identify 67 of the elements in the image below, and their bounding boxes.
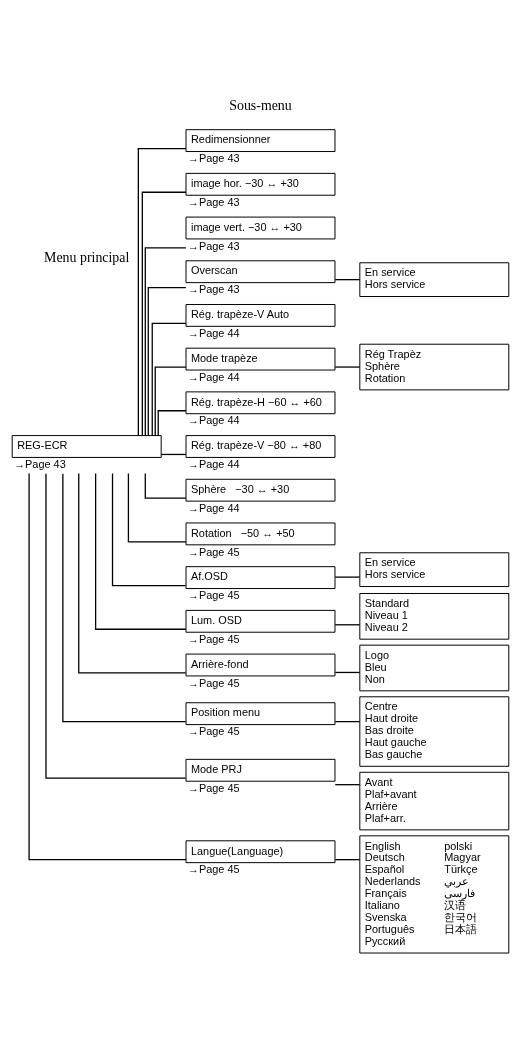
node-box: Standard Niveau 1 Niveau 2 <box>359 592 510 640</box>
connector <box>334 278 361 280</box>
node-box: En service Hors service <box>359 261 510 297</box>
node-label: →Page 45 <box>188 632 240 645</box>
node-box: image vert. −30 ↔ +30 <box>185 216 336 239</box>
connector <box>334 623 361 625</box>
label: Menu principal <box>44 249 130 265</box>
node-label: →Page 44 <box>188 501 240 514</box>
connector <box>334 575 361 578</box>
node-label: →Page 45 <box>188 724 240 737</box>
connector <box>160 453 187 455</box>
connector <box>334 783 361 785</box>
node-label: →Page 43 <box>188 282 240 295</box>
node-box: Af.OSD <box>185 565 336 589</box>
node-box: Mode PRJ <box>185 758 336 782</box>
node-label: →Page 45 <box>188 781 240 794</box>
node-label: →Page 43 <box>188 195 240 208</box>
connector <box>78 472 187 674</box>
connector <box>334 720 361 722</box>
node-label: →Page 44 <box>188 457 240 470</box>
node-box: REG-ECR <box>11 434 162 458</box>
connector <box>137 147 187 436</box>
connector <box>157 409 187 436</box>
node-box: En service Hors service <box>359 551 510 587</box>
node-label: →Page 43 <box>188 239 240 252</box>
connector <box>45 472 187 779</box>
connector <box>144 246 187 436</box>
node-box: Position menu <box>185 701 336 725</box>
connector <box>334 365 361 368</box>
connector <box>151 322 187 436</box>
node-box: Redimensionner <box>185 128 336 152</box>
node-box: Overscan <box>185 259 336 283</box>
node-box: Lum. OSD <box>185 609 336 633</box>
node-label: →Page 44 <box>188 370 240 383</box>
node-box: Sphère −30 ↔ +30 <box>185 478 336 502</box>
node-box: Centre Haut droite Bas droite Haut gauche Bas gauche <box>359 695 510 767</box>
node-label: →Page 45 <box>188 545 240 558</box>
node-label: →Page 43 <box>188 151 240 164</box>
node-label: →Page 45 <box>188 676 240 689</box>
node-box: Rotation −50 ↔ +50 <box>185 522 336 545</box>
node-box: Avant Plaf+avant Arrière Plaf+arr. <box>359 771 510 830</box>
connector <box>28 472 187 860</box>
node-box: image hor. −30 ↔ +30 <box>185 172 336 196</box>
connector <box>62 472 187 722</box>
node-label: →Page 44 <box>188 326 240 339</box>
connector <box>141 191 187 436</box>
node-label: →Page 44 <box>188 413 240 426</box>
connector <box>111 472 187 586</box>
connector <box>154 365 187 436</box>
node-box: Mode trapèze <box>185 347 336 371</box>
node-box: Rég. trapèze-H −60 ↔ +60 <box>185 390 336 414</box>
node-label: →Page 43 <box>14 457 66 470</box>
node-box: Langue(Language) <box>185 839 336 863</box>
connector <box>147 286 187 436</box>
node-box: Rég. trapèze-V −80 ↔ +80 <box>185 434 336 458</box>
connector <box>334 671 361 673</box>
node-box: Rég. trapèze-V Auto <box>185 303 336 327</box>
node-box: Rég Trapèz Sphère Rotation <box>359 343 510 390</box>
node-label: →Page 45 <box>188 862 240 875</box>
node-box: Logo Bleu Non <box>359 644 510 691</box>
connector <box>127 472 187 542</box>
label: Sous-menu <box>229 97 292 113</box>
connector <box>144 472 187 499</box>
connector <box>95 472 187 630</box>
node-box: Arrière-fond <box>185 653 336 676</box>
connector <box>334 858 361 860</box>
node-label: →Page 45 <box>188 588 240 601</box>
